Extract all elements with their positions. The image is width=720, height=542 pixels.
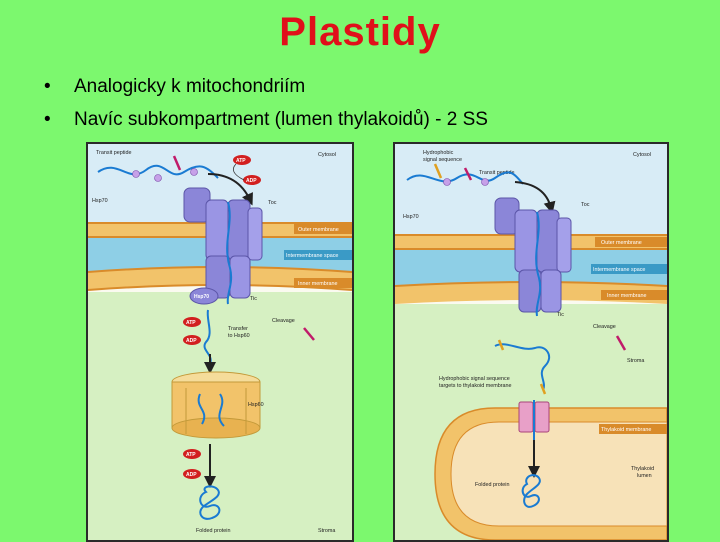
toc-translocon — [183, 187, 263, 261]
translocating-chain — [535, 211, 542, 317]
folded-protein-label: Folded protein — [475, 482, 509, 488]
slide-title: Plastidy — [279, 10, 441, 54]
hsp70-chaperone — [481, 178, 489, 186]
hsp70-label: Hsp70 — [92, 198, 108, 204]
precursor-chain — [97, 164, 219, 179]
svg-text:ADP: ADP — [186, 472, 197, 478]
svg-text:ADP: ADP — [246, 178, 257, 184]
intermembrane-space-label: Intermembrane space — [286, 253, 338, 259]
precursor-chain — [406, 171, 524, 185]
folded-protein — [199, 485, 221, 520]
svg-text:ATP: ATP — [236, 158, 246, 164]
import-arrow — [207, 173, 253, 206]
atp-badge: ATP — [183, 449, 201, 459]
thylakoid-membrane-label: Thylakoid membrane — [601, 427, 651, 433]
thylakoid-import-diagram: Hydrophobic signal sequence Cytosol Tran… — [393, 142, 669, 542]
outer-membrane-label: Outer membrane — [601, 240, 642, 246]
svg-text:ATP: ATP — [186, 320, 196, 326]
tic-translocon — [205, 255, 251, 299]
bullet-list: Analogicky k mitochondriím Navíc subkomp… — [44, 70, 488, 136]
thylakoid — [434, 407, 667, 540]
stroma-label: Stroma — [318, 528, 335, 534]
atp-badge: ATP — [233, 155, 251, 165]
thylakoid-lumen-label-2: lumen — [637, 473, 652, 479]
hydrophobic-seq-label-2: targets to thylakoid membrane — [439, 383, 512, 389]
intermembrane-space-label: Intermembrane space — [593, 267, 645, 273]
import-arrow — [514, 181, 556, 214]
svg-text:ATP: ATP — [186, 452, 196, 458]
cytosol-label: Cytosol — [633, 152, 651, 158]
tic-translocon — [518, 269, 562, 313]
hydrophobic-signal-label-2: signal sequence — [423, 157, 462, 163]
bullet-item: Analogicky k mitochondriím — [44, 70, 488, 103]
hsp70-chaperone — [132, 170, 140, 178]
folded-protein — [521, 474, 541, 508]
hsp70-chaperone — [443, 178, 451, 186]
tic-label: Tic — [250, 296, 257, 302]
stroma-import-diagram: Transit peptide Cytosol Hsp70 Toc ATP AD… — [86, 142, 354, 542]
atp-hydrolysis-arrow — [232, 163, 245, 181]
svg-text:Hsp70: Hsp70 — [194, 294, 209, 300]
tic-label: Tic — [557, 312, 564, 318]
thylakoid-import-figure: Hydrophobic signal sequence Cytosol Tran… — [395, 144, 667, 540]
hsp70-chaperone — [154, 174, 162, 182]
transfer-label: Transfer — [228, 326, 248, 332]
translocating-chain — [226, 201, 233, 305]
stroma-import-figure: Transit peptide Cytosol Hsp70 Toc ATP AD… — [88, 144, 352, 540]
transit-peptide-mark — [463, 167, 473, 181]
atp-badge: ATP — [183, 317, 201, 327]
adp-badge: ADP — [183, 469, 201, 479]
toc-label: Toc — [268, 200, 277, 206]
cleavage-label: Cleavage — [272, 318, 295, 324]
stroma-hsp70: Hsp70 — [189, 287, 219, 305]
cytosol-label: Cytosol — [318, 152, 336, 158]
hydrophobic-signal-mark — [497, 339, 505, 351]
folded-protein-label: Folded protein — [196, 528, 230, 534]
bullet-item: Navíc subkompartment (lumen thylakoidů) … — [44, 103, 488, 136]
intermediate-chain — [494, 343, 551, 391]
outer-membrane-label: Outer membrane — [298, 227, 339, 233]
hydrophobic-signal-mark — [433, 163, 443, 179]
transit-peptide-label: Transit peptide — [479, 170, 514, 176]
inner-membrane-label: Inner membrane — [298, 281, 338, 287]
transfer-label-2: to Hsp60 — [228, 333, 250, 339]
cleaved-peptide — [615, 335, 627, 351]
thylakoid-lumen-label: Thylakoid — [631, 466, 654, 472]
toc-label: Toc — [581, 202, 590, 208]
svg-text:Hsp60: Hsp60 — [248, 402, 264, 408]
thylakoid-translocon — [518, 400, 550, 440]
inner-membrane-label: Inner membrane — [607, 293, 647, 299]
transit-peptide-mark — [172, 155, 182, 171]
hsp70-chaperone — [190, 168, 198, 176]
transit-peptide-label: Transit peptide — [96, 150, 131, 156]
hydrophobic-signal-label: Hydrophobic — [423, 150, 454, 156]
svg-text:ADP: ADP — [186, 338, 197, 344]
hsp60-chaperonin: Hsp60 — [171, 371, 264, 439]
stroma-label: Stroma — [627, 358, 644, 364]
hydrophobic-seq-label: Hydrophobic signal sequence — [439, 376, 510, 382]
adp-badge: ADP — [183, 335, 201, 345]
hydrophobic-signal-mark — [539, 383, 547, 395]
adp-badge: ADP — [243, 175, 261, 185]
cleavage-label: Cleavage — [593, 324, 616, 330]
cleaved-peptide — [303, 327, 315, 341]
hsp70-label: Hsp70 — [403, 214, 419, 220]
